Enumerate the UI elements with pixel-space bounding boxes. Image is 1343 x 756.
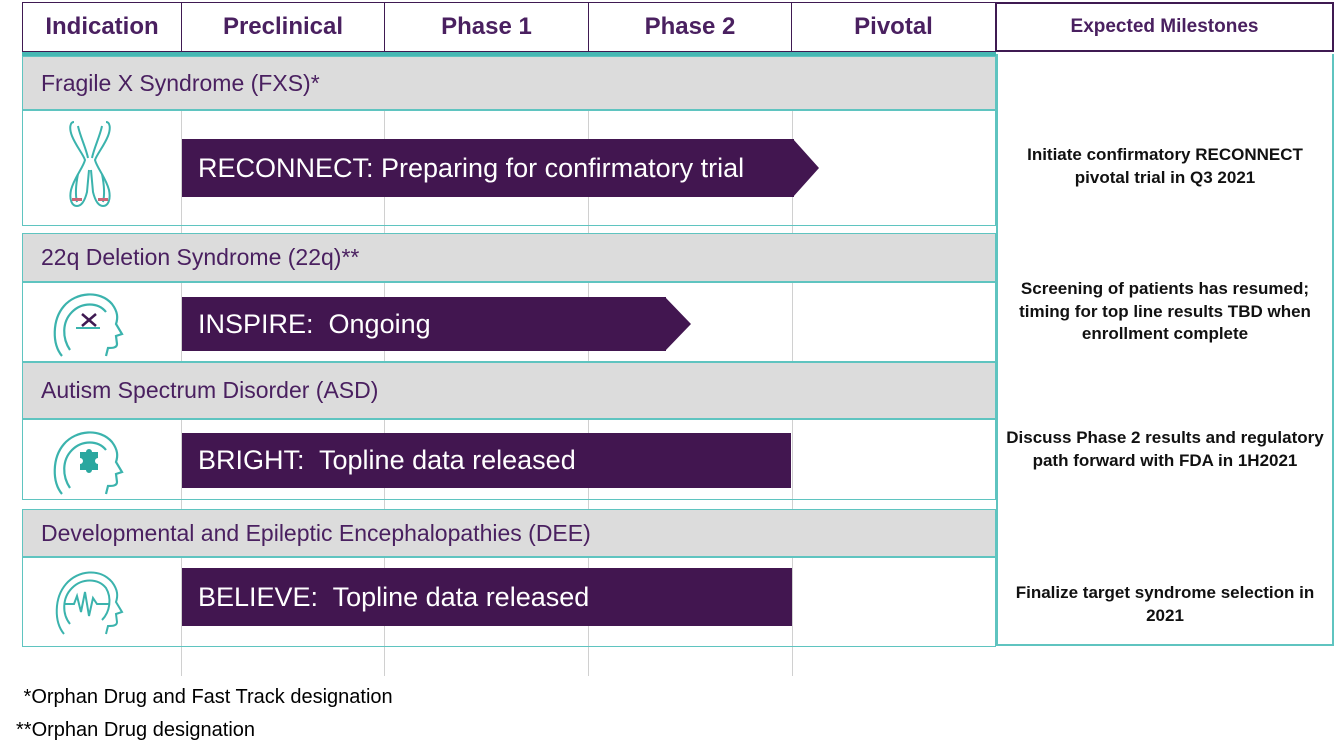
milestone-dee: Finalize target syndrome selection in 20… — [1015, 583, 1315, 625]
program-row-asd — [22, 419, 996, 500]
header-phase1: Phase 1 — [384, 2, 589, 52]
chromosome-icon — [40, 114, 140, 214]
footnote-orphan-fast-track: *Orphan Drug and Fast Track designation — [18, 686, 393, 708]
head-puzzle-icon — [40, 422, 140, 500]
milestone-fxs: Initiate confirmatory RECONNECT pivotal … — [1027, 145, 1303, 187]
head-chromosome-icon — [40, 286, 140, 362]
bar-reconnect-arrow — [793, 139, 819, 197]
indication-22q: 22q Deletion Syndrome (22q)** — [22, 233, 996, 282]
indication-dee: Developmental and Epileptic Encephalopat… — [22, 509, 996, 557]
header-indication: Indication — [22, 2, 182, 52]
program-row-fxs — [22, 110, 996, 226]
bar-inspire-arrow — [665, 297, 691, 351]
milestones-panel — [996, 54, 1334, 646]
header-milestones: Expected Milestones — [995, 2, 1334, 52]
bar-bright: BRIGHT: Topline data released — [182, 433, 791, 488]
footnote-orphan-drug: **Orphan Drug designation — [16, 719, 256, 741]
program-row-22q — [22, 282, 996, 362]
header-pivotal: Pivotal — [791, 2, 996, 52]
header-underline — [22, 52, 996, 56]
indication-fxs: Fragile X Syndrome (FXS)* — [22, 56, 996, 110]
header-preclinical: Preclinical — [181, 2, 385, 52]
milestone-22q: Screening of patients has resumed; timin… — [1019, 279, 1311, 343]
bar-inspire: INSPIRE: Ongoing — [182, 297, 666, 351]
indication-asd: Autism Spectrum Disorder (ASD) — [22, 362, 996, 419]
header-phase2: Phase 2 — [588, 2, 792, 52]
head-brainwave-icon — [40, 562, 140, 640]
program-row-dee — [22, 557, 996, 647]
milestone-asd: Discuss Phase 2 results and regulatory p… — [1006, 428, 1324, 470]
bar-believe: BELIEVE: Topline data released — [182, 568, 792, 626]
bar-reconnect: RECONNECT: Preparing for confirmatory tr… — [182, 139, 794, 197]
